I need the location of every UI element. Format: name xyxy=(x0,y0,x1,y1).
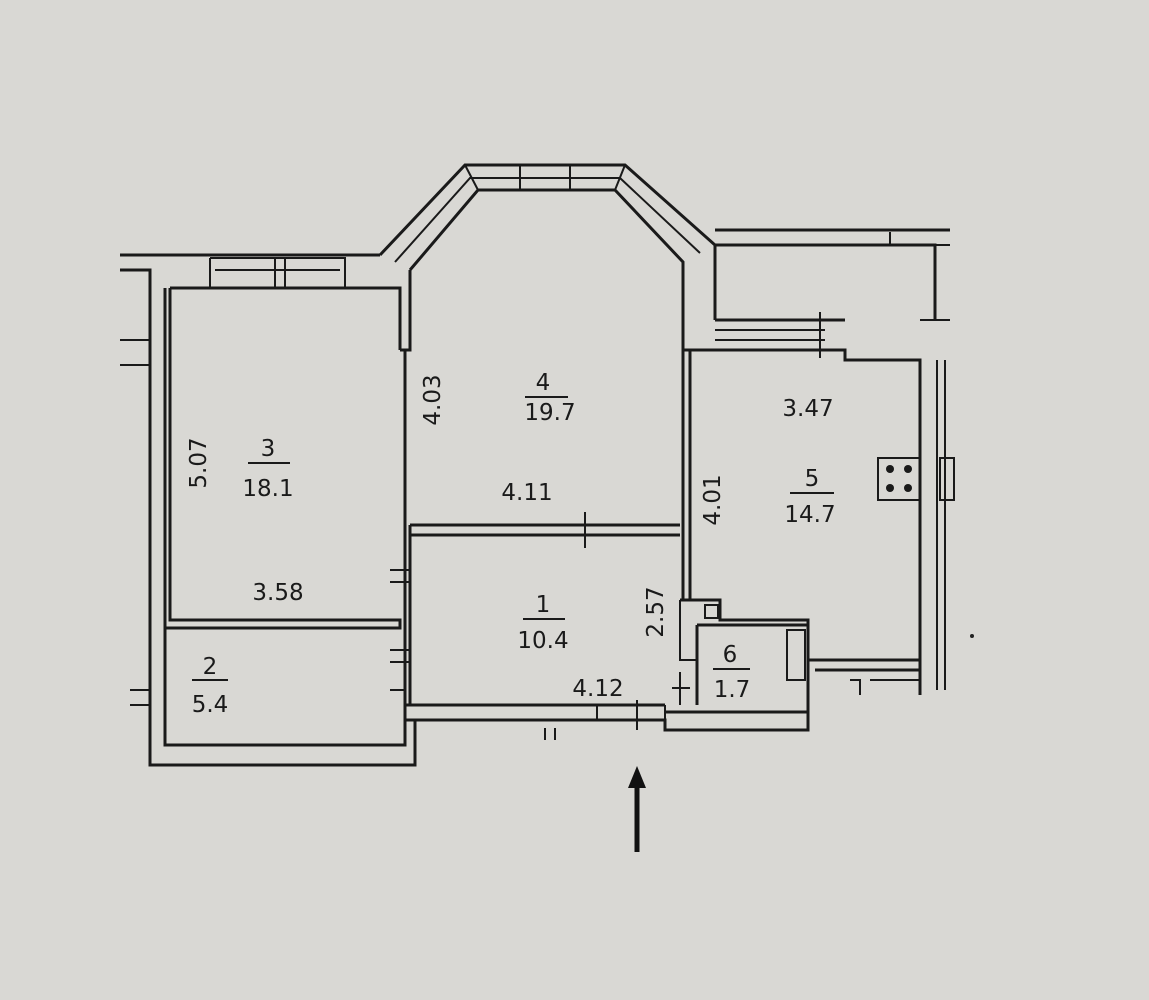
dim-room5-width: 3.47 xyxy=(782,396,833,422)
room-3-label: 318.1 xyxy=(242,436,293,502)
room-4-label: 419.7 xyxy=(524,370,575,426)
dimension-labels: 5.07 3.58 4.03 4.11 4.01 3.47 2.57 4.12 xyxy=(186,374,834,702)
dim-room5-height: 4.01 xyxy=(700,474,726,525)
dim-room4-height: 4.03 xyxy=(420,374,446,425)
dim-room1-height: 2.57 xyxy=(643,586,669,637)
walls xyxy=(120,163,955,767)
dim-room3-height: 5.07 xyxy=(186,437,212,488)
svg-text:10.4: 10.4 xyxy=(517,628,568,654)
svg-text:4: 4 xyxy=(536,370,551,396)
svg-text:1: 1 xyxy=(536,592,551,618)
svg-text:1.7: 1.7 xyxy=(714,677,751,703)
dim-room3-width: 3.58 xyxy=(252,580,303,606)
svg-text:5.4: 5.4 xyxy=(192,692,229,718)
svg-text:6: 6 xyxy=(723,642,738,668)
room-labels: 419.7 318.1 25.4 110.4 514.7 61.7 xyxy=(192,370,836,718)
svg-text:2: 2 xyxy=(203,654,218,680)
svg-text:14.7: 14.7 xyxy=(784,502,835,528)
svg-text:5: 5 xyxy=(805,466,820,492)
dim-room1-width: 4.12 xyxy=(572,676,623,702)
room-2-label: 25.4 xyxy=(192,654,229,718)
room-1-label: 110.4 xyxy=(517,592,568,654)
svg-text:18.1: 18.1 xyxy=(242,476,293,502)
room-6-label: 61.7 xyxy=(713,642,750,703)
svg-text:19.7: 19.7 xyxy=(524,400,575,426)
arrow-up-icon xyxy=(628,766,646,852)
dim-room4-width: 4.11 xyxy=(501,480,552,506)
room-5-label: 514.7 xyxy=(784,466,835,528)
svg-text:3: 3 xyxy=(261,436,276,462)
